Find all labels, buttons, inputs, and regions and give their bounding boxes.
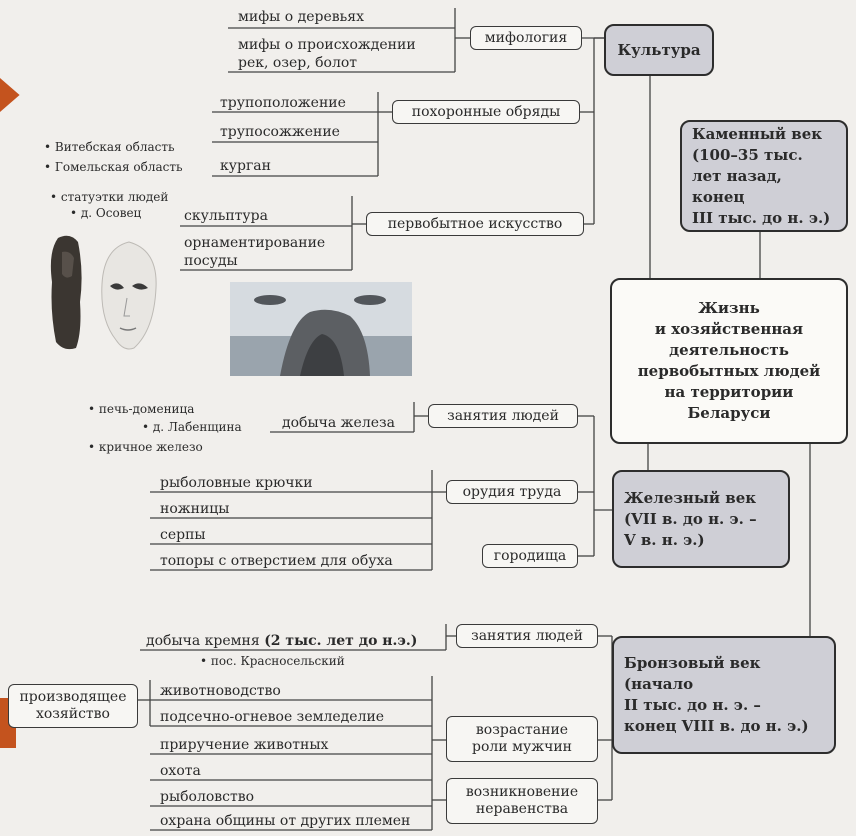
ornament-label: орнаментирование посуды <box>184 235 326 269</box>
sculpture-label: скульптура <box>184 208 268 224</box>
kurgan-label: курган <box>220 158 271 174</box>
sickles-label: серпы <box>160 527 206 543</box>
flint-mining-label: добыча кремня (2 тыс. лет до н.э.) <box>146 632 417 650</box>
tools-box: орудия труда <box>446 480 578 504</box>
producing-economy-box: производящее хозяйство <box>8 684 138 728</box>
axes-label: топоры с отверстием для обуха <box>160 553 393 569</box>
furnace-label: • печь-доменица <box>88 402 195 416</box>
myths-origin-label: мифы о происхождении рек, озер, болот <box>238 37 416 71</box>
flint-mining-text: добыча кремня <box>146 633 260 649</box>
burial-rites-box: похоронные обряды <box>392 100 580 124</box>
inequality-box: возникновение неравенства <box>446 778 598 824</box>
culture-box: Культура <box>604 24 714 76</box>
bronze-occupations-box: занятия людей <box>456 624 598 648</box>
scissors-label: ножницы <box>160 501 230 517</box>
figurines-label: • статуэтки людей <box>50 190 169 204</box>
iron-occupations-box: занятия людей <box>428 404 578 428</box>
animal-husbandry-label: животноводство <box>160 683 281 699</box>
krasnoselsky-label: • пос. Красносельский <box>200 654 345 668</box>
vitebsk-region-label: • Витебская область <box>44 140 175 154</box>
fishing-hooks-label: рыболовные крючки <box>160 475 313 491</box>
iron-furnace-illustration <box>230 282 412 376</box>
iron-age-box: Железный век (VII в. до н. э. – V в. н. … <box>612 470 790 568</box>
myths-trees-label: мифы о деревьях <box>238 9 365 25</box>
osovets-label: • д. Осовец <box>70 206 142 220</box>
men-role-box: возрастание роли мужчин <box>446 716 598 762</box>
domestication-label: приручение животных <box>160 737 329 753</box>
bloom-iron-label: • кричное железо <box>88 440 203 454</box>
slash-burn-label: подсечно-огневое земледелие <box>160 709 385 725</box>
mask-image <box>101 241 157 350</box>
mythology-box: мифология <box>470 26 582 50</box>
cremation-label: трупосожжение <box>220 124 340 140</box>
stone-age-box: Каменный век (100–35 тыс. лет назад, кон… <box>680 120 848 232</box>
protection-label: охрана общины от других племен <box>160 813 411 829</box>
figurine-sculpture-image <box>50 235 82 350</box>
flint-mining-date: (2 тыс. лет до н.э.) <box>264 633 418 649</box>
labenshchina-label: • д. Лабенщина <box>142 420 242 434</box>
hunting-label: охота <box>160 763 201 779</box>
iron-mining-label: добыча железа <box>282 415 395 431</box>
gomel-region-label: • Гомельская область <box>44 160 183 174</box>
bronze-age-box: Бронзовый век (начало II тыс. до н. э. –… <box>612 636 836 754</box>
primitive-art-box: первобытное искусство <box>366 212 584 236</box>
hillforts-box: городища <box>482 544 578 568</box>
inhumation-label: трупоположение <box>220 95 346 111</box>
fishing-label: рыболовство <box>160 789 255 805</box>
center-topic-box: Жизнь и хозяйственная деятельность перво… <box>610 278 848 444</box>
